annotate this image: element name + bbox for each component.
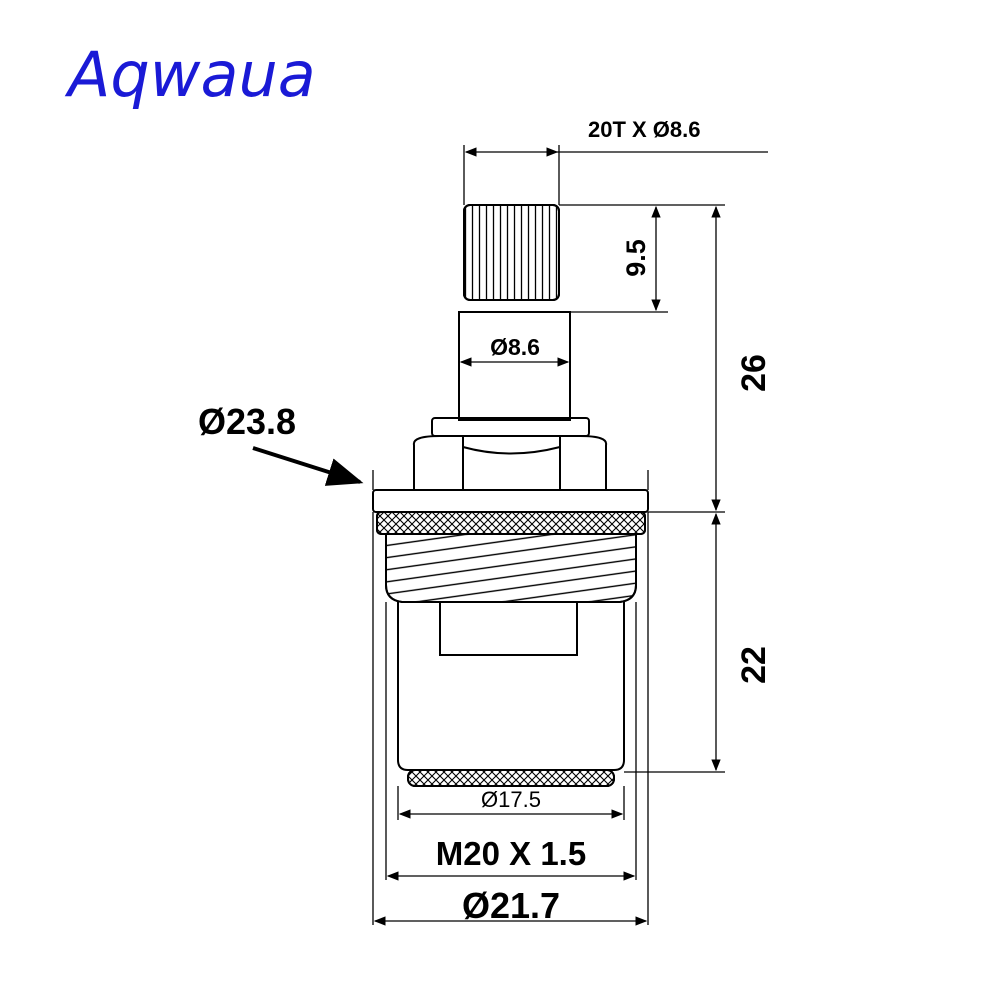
label-body-diameter: Ø21.7 [462, 885, 560, 926]
spline-head [463, 204, 560, 301]
window-slot [439, 601, 578, 656]
cartridge-outline [372, 204, 649, 787]
label-stem-diameter: Ø8.6 [490, 334, 540, 360]
body [397, 602, 625, 771]
stem [458, 311, 571, 421]
flange [372, 489, 649, 513]
bottom-knurl [407, 769, 615, 787]
bottom-knurl-outline [407, 769, 615, 787]
label-upper-height: 26 [735, 354, 773, 392]
brand-logo: Aqwaua [64, 38, 316, 111]
label-spline-height: 9.5 [621, 239, 651, 277]
knurled-ring [376, 511, 646, 535]
dimension-lines [372, 145, 768, 926]
label-flange-diameter: Ø23.8 [198, 401, 296, 442]
hex-nut [412, 435, 608, 491]
label-thread: M20 X 1.5 [436, 835, 586, 872]
label-bottom-diameter: Ø17.5 [481, 787, 541, 812]
thread-section [385, 533, 637, 603]
label-spline: 20T X Ø8.6 [588, 117, 701, 142]
thread-section-outline [385, 533, 637, 603]
hex-nut-chamfer [462, 446, 561, 455]
label-body-height: 22 [735, 646, 773, 684]
flange-leader-arrow [252, 446, 364, 486]
